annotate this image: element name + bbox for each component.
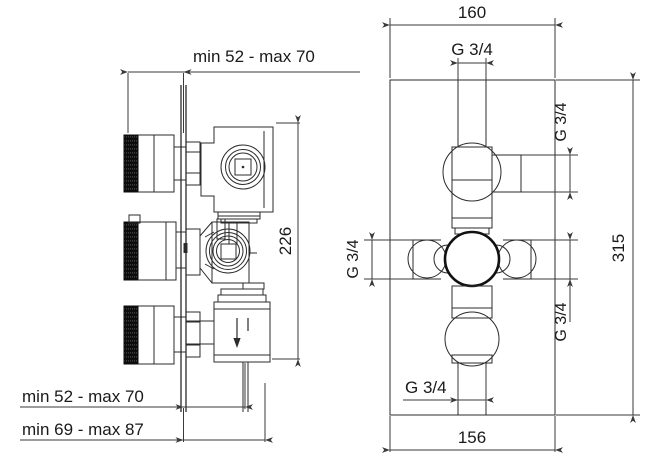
dim-label-right-height: 315 [609, 234, 628, 262]
valve-centre-front [390, 217, 555, 309]
front-elevation-view [389, 79, 556, 416]
dim-label-right-bottom-inner: G 3/4 [405, 378, 447, 397]
dim-left-top [120, 69, 360, 133]
dim-right-height-315 [556, 72, 640, 423]
dim-label-left-bottom-1: min 52 - max 70 [22, 387, 144, 406]
dim-right-top-g34 [450, 58, 494, 80]
dim-left-bottom-2 [20, 383, 273, 443]
dim-label-left-height: 226 [276, 227, 295, 255]
dim-left-height [272, 115, 301, 367]
handle-lower [123, 305, 201, 365]
dim-right-upper-g34 [522, 147, 578, 200]
dimension-text-layer: min 52 - max 70 226 min 52 - max 70 min … [22, 3, 628, 447]
valve-body-lower [185, 288, 271, 412]
valve-lower-front [444, 307, 500, 415]
handle-middle [123, 214, 188, 281]
handle-upper [123, 134, 201, 193]
dim-label-right-top: 160 [458, 3, 486, 22]
valve-body-upper [200, 126, 274, 213]
dim-label-right-upper-side: G 3/4 [553, 102, 570, 141]
dim-right-bottom-156 [382, 416, 563, 453]
dim-label-left-bottom-2: min 69 - max 87 [22, 420, 144, 439]
dim-label-right-top-inner: G 3/4 [451, 40, 493, 59]
side-elevation-view [123, 85, 274, 412]
dim-label-right-bottom: 156 [458, 428, 486, 447]
valve-upper-front [442, 142, 555, 219]
dim-left-bottom-1 [20, 363, 253, 410]
dim-label-right-left-side: G 3/4 [345, 239, 362, 278]
mounting-plate-outline [389, 79, 556, 416]
dim-right-left-g34 [364, 232, 412, 287]
lower-round-body [444, 311, 500, 367]
dim-label-right-lower-side: G 3/4 [553, 302, 570, 341]
dim-label-left-top: min 52 - max 70 [193, 47, 315, 66]
inlet-top [457, 80, 487, 147]
dim-right-lower-g34 [532, 232, 578, 322]
dim-right-top-160 [382, 18, 563, 78]
valve-neck-upper [217, 211, 261, 224]
dim-right-bottom-g34 [403, 368, 494, 403]
dimension-layer [20, 18, 640, 453]
upper-round-body [442, 142, 502, 202]
valve-body-middle [185, 218, 265, 290]
